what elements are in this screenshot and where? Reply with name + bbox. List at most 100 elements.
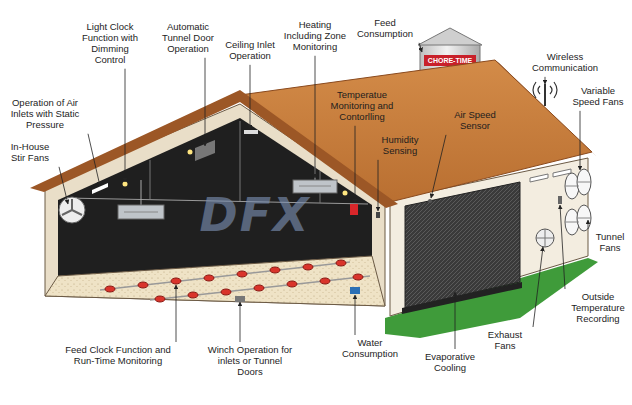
gable-cutaway xyxy=(45,104,385,306)
callout-label: Ceiling Inlet Operation xyxy=(222,40,278,62)
end-fans xyxy=(565,209,579,235)
feed-silo xyxy=(418,28,482,45)
callout-label: Feed Consumption xyxy=(354,18,416,40)
leader-line xyxy=(419,43,422,52)
leader-line xyxy=(315,56,316,178)
feeder-lines xyxy=(100,260,370,302)
leader-line xyxy=(125,69,126,182)
interior-equipment xyxy=(123,182,128,187)
callout-label: Outside Temperature Recording xyxy=(568,292,628,325)
leader-line xyxy=(176,285,177,342)
gable-cutaway xyxy=(45,104,385,306)
gable-cutaway xyxy=(240,121,241,201)
feeder-lines xyxy=(105,286,115,292)
interior-equipment xyxy=(59,197,85,223)
feeder-lines xyxy=(254,285,264,291)
leader-line xyxy=(240,302,241,342)
antenna xyxy=(533,82,557,106)
end-fans xyxy=(577,182,591,183)
exhaust-fan xyxy=(536,229,554,247)
leader-line xyxy=(431,135,446,198)
callout-label: Air Speed Sensor xyxy=(449,110,501,132)
leader-line xyxy=(88,134,100,186)
end-fans xyxy=(565,169,591,235)
feeder-lines xyxy=(150,276,370,300)
interior-equipment xyxy=(62,199,82,215)
leader-line xyxy=(455,292,456,349)
leader-line xyxy=(560,205,565,289)
callout-label: Light Clock Function with Dimming Contro… xyxy=(76,22,144,66)
roof xyxy=(495,60,596,156)
callout-label: Automatic Tunnel Door Operation xyxy=(159,22,217,55)
callout-label: Heating Including Zone Monitoring xyxy=(279,20,351,53)
leader-line xyxy=(378,160,379,211)
antenna xyxy=(544,84,546,106)
callout-label: Evaporative Cooling xyxy=(417,352,483,374)
interior-equipment xyxy=(124,212,158,213)
interior-equipment xyxy=(343,191,348,196)
callout-label: Operation of Air Inlets with Static Pres… xyxy=(5,98,85,131)
callout-label: Winch Operation for inlets or Tunnel Doo… xyxy=(205,345,295,378)
evaporative-pad xyxy=(402,282,522,314)
antenna xyxy=(533,82,557,98)
exhaust-fan xyxy=(536,229,554,247)
interior-equipment xyxy=(141,180,142,205)
leader-lines xyxy=(59,43,588,349)
evaporative-pad xyxy=(402,182,522,314)
sensors xyxy=(558,196,562,204)
end-fans xyxy=(565,222,579,223)
feeder-lines xyxy=(237,271,247,277)
feeder-lines xyxy=(303,264,313,270)
callout-label: Tunnel Fans xyxy=(590,232,630,254)
callout-label: Water Consumption xyxy=(340,338,400,360)
leader-line xyxy=(355,126,356,203)
leader-line xyxy=(205,58,206,146)
sensors xyxy=(428,199,432,203)
feeder-lines xyxy=(188,292,198,298)
end-fans xyxy=(577,205,591,231)
callout-label: Temperatue Monitoring and Contorlling xyxy=(324,90,400,123)
feeder-lines xyxy=(204,275,214,281)
callout-label: Wireless Communication xyxy=(525,52,605,74)
exhaust-fan xyxy=(545,229,546,247)
gable-cutaway xyxy=(150,160,151,199)
feeder-lines xyxy=(155,296,165,302)
feeder-lines xyxy=(235,296,245,302)
leader-line xyxy=(545,77,546,84)
callout-label: Exhaust Fans xyxy=(480,330,530,352)
callout-label: Humidity Sensing xyxy=(372,135,428,157)
interior-equipment xyxy=(350,204,358,215)
interior-equipment xyxy=(299,186,331,187)
side-wall xyxy=(530,174,548,182)
leader-line xyxy=(533,247,543,327)
end-fans xyxy=(577,218,591,219)
feeder-lines xyxy=(221,289,231,295)
feeder-lines xyxy=(171,278,181,284)
feeder-lines xyxy=(100,262,350,290)
feeder-lines xyxy=(350,287,360,294)
feeder-lines xyxy=(287,281,297,287)
gable-cutaway xyxy=(45,256,385,306)
feeder-lines xyxy=(320,278,330,284)
leader-line xyxy=(355,295,356,335)
leader-line xyxy=(250,65,251,129)
callout-label: Variable Speed Fans xyxy=(569,86,627,108)
leader-line xyxy=(59,167,68,204)
feeder-lines xyxy=(270,267,280,273)
gable-cutaway xyxy=(58,118,372,276)
feeder-lines xyxy=(353,274,363,280)
end-fans xyxy=(565,173,579,199)
brand-label: CHORE-TIME xyxy=(424,55,476,66)
callout-label: Feed Clock Function and Run-Time Monitor… xyxy=(56,345,181,367)
interior-equipment xyxy=(244,130,258,134)
sensors xyxy=(428,196,562,204)
callout-label: In-House Stir Fans xyxy=(4,142,56,164)
watermark: DFX xyxy=(190,192,320,238)
interior-equipment xyxy=(118,205,164,219)
feeder-lines xyxy=(138,282,148,288)
interior-equipment xyxy=(188,150,193,155)
end-fans xyxy=(577,169,591,195)
end-fans xyxy=(565,186,579,187)
